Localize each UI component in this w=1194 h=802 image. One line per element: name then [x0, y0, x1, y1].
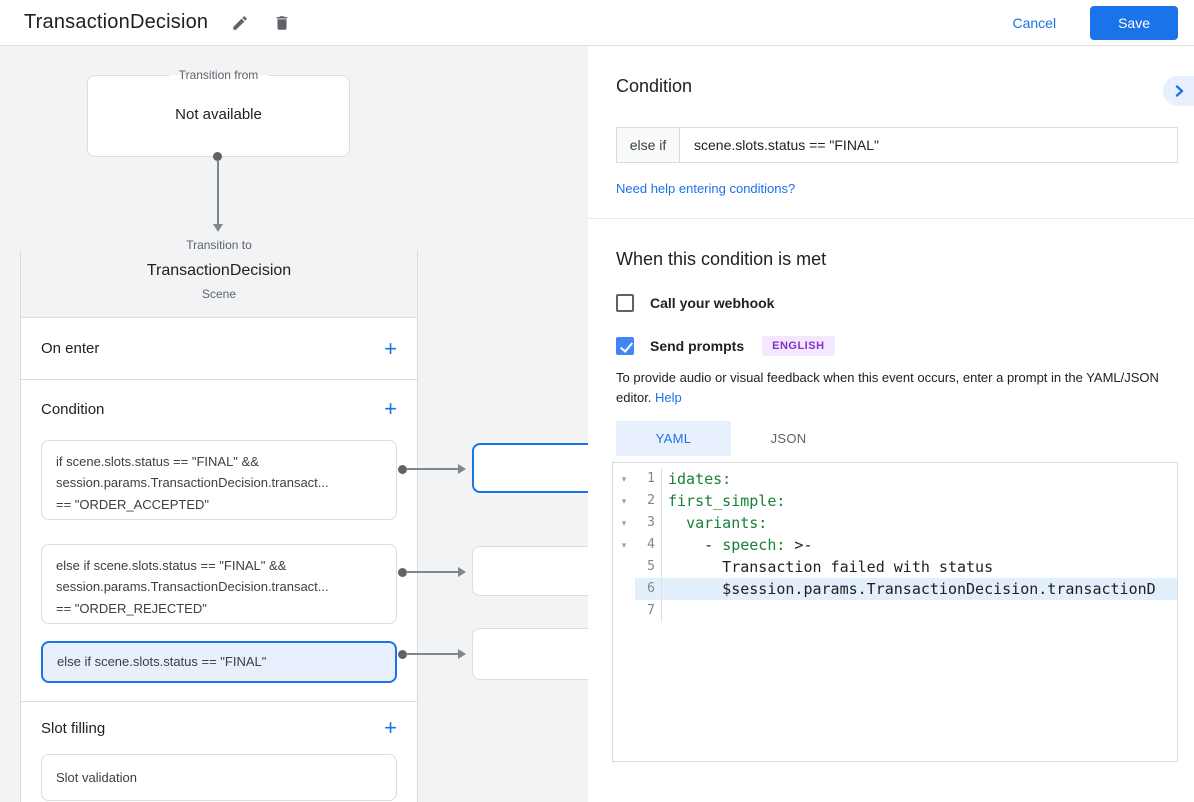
send-prompts-row: Send prompts ENGLISH: [616, 336, 1178, 356]
code-line: ▾ 4 - speech: >-: [613, 534, 1177, 556]
collapse-panel-button[interactable]: [1163, 76, 1194, 106]
code-line: 5 Transaction failed with status: [613, 556, 1177, 578]
code-text: [662, 600, 1177, 622]
connector-line: [406, 653, 458, 655]
fold-arrow-icon[interactable]: ▾: [621, 540, 627, 550]
code-text: variants:: [686, 514, 768, 532]
on-enter-label: On enter: [41, 340, 100, 357]
section-divider: [588, 218, 1194, 219]
condition-section: Condition + if scene.slots.status == "FI…: [21, 380, 417, 702]
yaml-code-editor[interactable]: ▾ 1 idates: ▾ 2 first_simple: ▾ 3 variants: ▾ 4 -…: [612, 462, 1178, 762]
transition-from-label: Transition from: [178, 68, 259, 82]
send-prompts-label: Send prompts: [650, 338, 745, 354]
scene-type: Scene: [201, 287, 237, 301]
condition-item-1[interactable]: if scene.slots.status == "FINAL" && sess…: [41, 440, 397, 520]
when-met-title: When this condition is met: [616, 249, 827, 269]
call-webhook-checkbox[interactable]: [616, 294, 634, 312]
transition-target-node[interactable]: [472, 546, 588, 596]
slot-filling-label: Slot filling: [41, 719, 106, 737]
code-line: 6 $session.params.TransactionDecision.tr…: [613, 578, 1177, 600]
call-webhook-label: Call your webhook: [650, 295, 775, 311]
transition-target-node-active[interactable]: [472, 443, 588, 493]
code-line: 7: [613, 600, 1177, 622]
page-title: TransactionDecision: [24, 11, 209, 33]
transition-target-node[interactable]: [472, 628, 588, 680]
prompt-hint-text: To provide audio or visual feedback when…: [616, 370, 1159, 405]
condition-expression-input[interactable]: [680, 127, 1178, 163]
delete-icon[interactable]: [272, 13, 292, 33]
condition-item-2[interactable]: else if scene.slots.status == "FINAL" &&…: [41, 544, 397, 624]
arrow-right-icon: [458, 567, 466, 577]
fold-gutter: [613, 556, 635, 578]
panel-title: Condition: [616, 76, 693, 96]
transition-from-box: Transition from Not available: [87, 68, 350, 157]
fold-gutter: [613, 578, 635, 600]
connector-line: [217, 160, 219, 224]
header: TransactionDecision Cancel Save: [0, 0, 1194, 46]
fold-gutter: [613, 600, 635, 622]
scene-card-header: TransactionDecision Scene: [21, 238, 417, 318]
connector-dot: [398, 650, 407, 659]
line-number: 2: [635, 490, 662, 512]
code-text: first_simple:: [668, 492, 786, 510]
line-number: 6: [635, 578, 662, 600]
language-badge: ENGLISH: [762, 336, 835, 356]
code-text: $session.params.TransactionDecision.tran…: [662, 578, 1177, 600]
fold-arrow-icon[interactable]: ▾: [621, 474, 627, 484]
add-slot-icon[interactable]: +: [384, 715, 397, 740]
code-text: Transaction failed with status: [668, 558, 994, 576]
fold-arrow-icon[interactable]: ▾: [621, 496, 627, 506]
condition-detail-panel: Condition else if Need help entering con…: [588, 46, 1194, 802]
code-line: ▾ 3 variants:: [613, 512, 1177, 534]
code-line: ▾ 2 first_simple:: [613, 490, 1177, 512]
arrow-right-icon: [458, 649, 466, 659]
line-number: 4: [635, 534, 662, 556]
tab-yaml[interactable]: YAML: [616, 421, 731, 456]
condition-input-row: else if: [616, 127, 1178, 163]
flow-canvas: Transition from Not available Transition…: [0, 46, 588, 802]
send-prompts-checkbox[interactable]: [616, 337, 634, 355]
operator-label: else if: [616, 127, 680, 163]
scene-name: TransactionDecision: [146, 262, 292, 279]
add-condition-icon[interactable]: +: [384, 396, 397, 421]
condition-section-label: Condition: [41, 400, 105, 418]
slot-filling-row[interactable]: Slot filling +: [21, 702, 417, 754]
on-enter-row[interactable]: On enter +: [21, 318, 417, 380]
transition-from-value: Not available: [175, 106, 262, 123]
code-line: ▾ 1 idates:: [613, 468, 1177, 490]
connector-dot: [213, 152, 222, 161]
arrow-down-icon: [213, 224, 223, 232]
fold-arrow-icon[interactable]: ▾: [621, 518, 627, 528]
line-number: 3: [635, 512, 662, 534]
edit-icon[interactable]: [230, 13, 250, 33]
line-number: 7: [635, 600, 662, 622]
arrow-right-icon: [458, 464, 466, 474]
slot-validation-item[interactable]: Slot validation: [41, 754, 397, 801]
cancel-button[interactable]: Cancel: [1012, 14, 1057, 31]
condition-item-3-selected[interactable]: else if scene.slots.status == "FINAL": [41, 641, 397, 683]
connector-dot: [398, 465, 407, 474]
code-lines: ▾ 1 idates: ▾ 2 first_simple: ▾ 3 variants: ▾ 4 -…: [613, 468, 1177, 622]
scene-card: Transition to TransactionDecision Scene …: [20, 238, 418, 802]
connector-dot: [398, 568, 407, 577]
code-text: - speech: >-: [668, 536, 813, 554]
condition-help-link[interactable]: Need help entering conditions?: [616, 181, 796, 196]
line-number: 5: [635, 556, 662, 578]
save-button[interactable]: Save: [1090, 5, 1178, 40]
connector-line: [406, 468, 458, 470]
webhook-row: Call your webhook: [616, 294, 1178, 312]
prompt-hint: To provide audio or visual feedback when…: [616, 368, 1178, 407]
connector-line: [406, 571, 458, 573]
editor-tabs: YAML JSON: [616, 421, 1178, 456]
code-text: idates:: [668, 470, 732, 488]
help-link[interactable]: Help: [655, 389, 682, 405]
transition-to-label: Transition to: [176, 238, 262, 252]
add-on-enter-icon[interactable]: +: [384, 335, 397, 361]
tab-json[interactable]: JSON: [770, 431, 807, 446]
line-number: 1: [635, 468, 662, 490]
